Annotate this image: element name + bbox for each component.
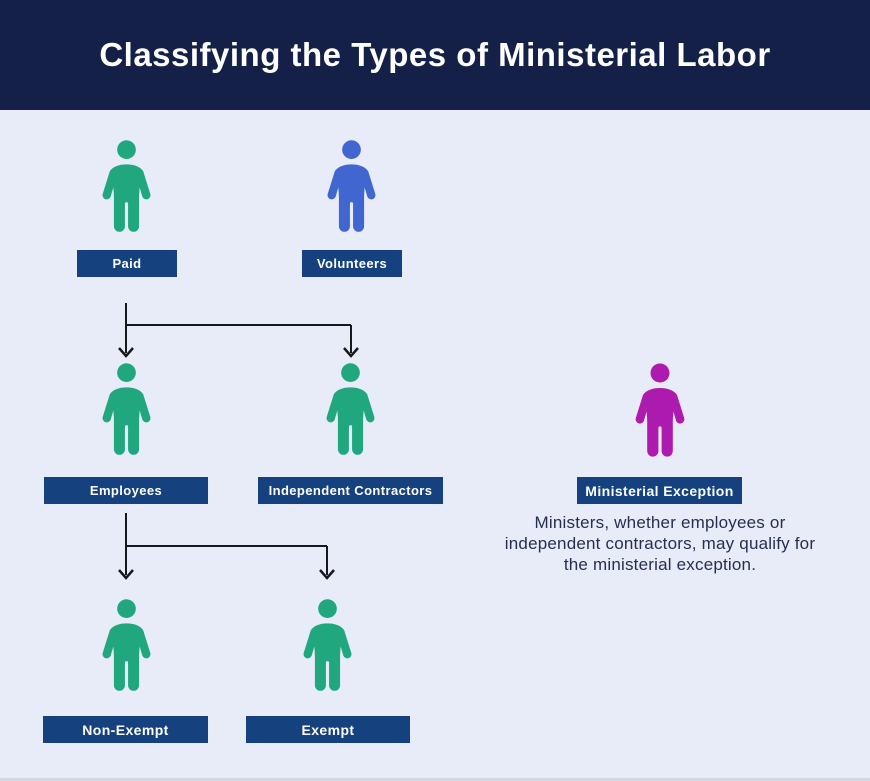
arrowhead-icon bbox=[343, 347, 359, 358]
arrowhead-icon bbox=[118, 569, 134, 580]
label-volunteers: Volunteers bbox=[302, 250, 402, 277]
person-icon-employees bbox=[102, 363, 151, 455]
label-non-exempt: Non-Exempt bbox=[43, 716, 208, 743]
person-icon-exempt bbox=[303, 599, 352, 691]
label-exempt: Exempt bbox=[246, 716, 410, 743]
person-icon-independent-contractors bbox=[326, 363, 375, 455]
ministerial-exception-note: Ministers, whether employees or independ… bbox=[474, 512, 846, 575]
note-line: Ministers, whether employees or bbox=[534, 513, 786, 532]
header: Classifying the Types of Ministerial Lab… bbox=[0, 0, 870, 110]
branch-employees-to-children bbox=[118, 513, 335, 580]
bottom-edge-divider bbox=[0, 778, 870, 781]
label-employees: Employees bbox=[44, 477, 208, 504]
note-line: the ministerial exception. bbox=[563, 555, 757, 574]
label-ministerial-exception: Ministerial Exception bbox=[577, 477, 742, 504]
note-line: independent contractors, may qualify for bbox=[504, 534, 816, 553]
page-title: Classifying the Types of Ministerial Lab… bbox=[99, 36, 771, 73]
person-icon-non-exempt bbox=[102, 599, 151, 691]
label-paid: Paid bbox=[77, 250, 177, 277]
person-icon-paid bbox=[102, 140, 151, 232]
person-icon-volunteers bbox=[327, 140, 376, 232]
person-icon-ministerial-exception bbox=[635, 363, 685, 457]
branch-paid-to-children bbox=[118, 303, 359, 358]
arrowhead-icon bbox=[319, 569, 335, 580]
label-independent-contractors: Independent Contractors bbox=[258, 477, 443, 504]
arrowhead-icon bbox=[118, 347, 134, 358]
